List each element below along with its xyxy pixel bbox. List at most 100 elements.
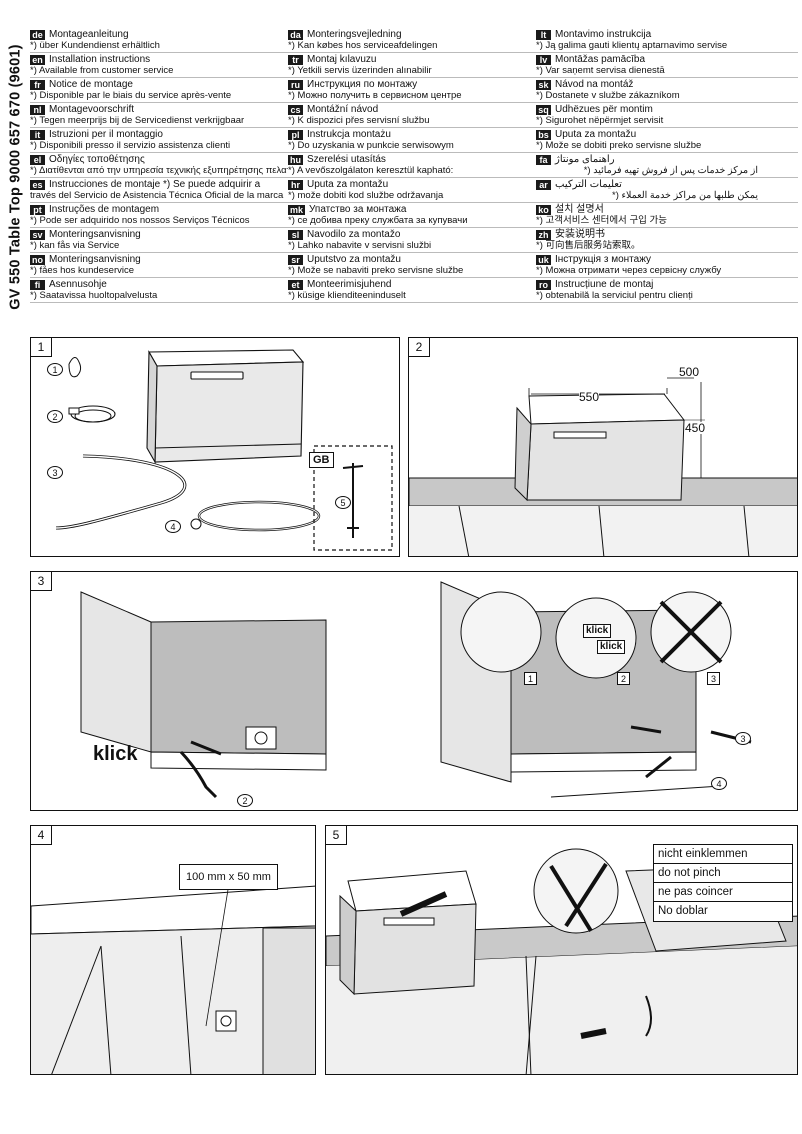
step-3-tag: 3	[707, 672, 720, 685]
language-availability-note: *) Διατίθενται από την υπηρεσία τεχνικής…	[30, 165, 288, 176]
language-availability-note: *) Do uzyskania w punkcie serwisowym	[288, 140, 454, 151]
placement-illustration	[326, 848, 797, 1074]
language-title-row: ko 설치 설명서	[536, 204, 798, 215]
language-title: Montagevoorschrift	[49, 104, 135, 115]
language-title: Instrucțiune de montaj	[555, 279, 654, 290]
language-title: Instrukcja montażu	[307, 129, 391, 140]
language-code-badge: sr	[288, 254, 303, 265]
language-availability-note: *) се добива преку службата за купувачи	[288, 215, 468, 226]
language-code-badge: nl	[30, 104, 45, 115]
language-availability-note: *) از مرکز خدمات پس از فروش تهیه فرمائید	[583, 165, 758, 176]
language-availability-note: *) Available from customer service	[30, 65, 174, 76]
language-code-badge: it	[30, 129, 45, 140]
warning-es: No doblar	[658, 905, 708, 917]
language-availability-note: *) Saatavissa huoltopalvelusta	[30, 290, 158, 301]
language-code-badge: ko	[536, 204, 551, 215]
language-availability-note: *) Kan købes hos serviceafdelingen	[288, 40, 438, 51]
language-title: راهنمای مونتاژ	[555, 154, 615, 165]
language-availability-note: *) Disponibili presso il servizio assist…	[30, 140, 231, 151]
language-availability-note: *) Disponible par le biais du service ap…	[30, 90, 232, 101]
language-title: Installation instructions	[49, 54, 151, 65]
language-entry-sl: sl Navodilo za montažo*) Lahko nabavite v…	[288, 228, 536, 253]
language-code-badge: sl	[288, 229, 303, 240]
language-title-row: lv Montāžas pamācība	[536, 54, 798, 65]
language-code-badge: uk	[536, 254, 551, 265]
language-code-badge: bs	[536, 129, 551, 140]
language-availability-note: *) Можна отримати через сервісну службу	[536, 265, 722, 276]
language-code-badge: hr	[288, 179, 303, 190]
language-code-badge: el	[30, 154, 45, 165]
language-code-badge: sk	[536, 79, 551, 90]
cutout-size-callout: 100 mm x 50 mm	[179, 864, 278, 890]
item-2-marker: 2	[47, 410, 63, 423]
language-title: Montaj kılavuzu	[307, 54, 377, 65]
language-availability-note: *) 고객서비스 센터에서 구입 가능	[536, 215, 668, 226]
language-title: Szerelési utasítás	[307, 154, 386, 165]
language-code-badge: pt	[30, 204, 45, 215]
language-availability-note: *) A vevőszolgálaton keresztül kapható:	[288, 165, 454, 176]
language-availability-note: *) Lahko nabavite v servisni službi	[288, 240, 432, 251]
language-availability-note: *) Yetkili servis üzerinden alınabilir	[288, 65, 432, 76]
language-title-row: et Monteerimisjuhend	[288, 279, 536, 290]
language-title: Monteerimisjuhend	[307, 279, 392, 290]
language-title: Montageanleitung	[49, 29, 129, 40]
language-code-badge: de	[30, 29, 45, 40]
item-4-marker: 4	[711, 777, 727, 790]
language-availability-note: *) Pode ser adquirido nos nossos Serviço…	[30, 215, 250, 226]
language-title: Navodilo za montažo	[307, 229, 401, 240]
connections-illustration	[80, 581, 752, 799]
language-code-badge: no	[30, 254, 45, 265]
language-code-badge: lv	[536, 54, 551, 65]
language-title: Montavimo instrukcija	[555, 29, 652, 40]
language-code-badge: mk	[288, 204, 306, 215]
language-code-badge: cs	[288, 104, 303, 115]
language-title: Montāžas pamācība	[555, 54, 646, 65]
panel-2-dimensions: 2 550 500 450	[408, 337, 798, 557]
document-side-title: GV 550 Table Top 9000 657 670 (9601)	[2, 22, 30, 332]
language-title: 설치 설명서	[555, 204, 604, 215]
panel-number: 3	[31, 572, 52, 591]
panel-4-cutout: 4 100 mm x 50 mm	[30, 825, 316, 1075]
panel-number: 4	[31, 826, 52, 845]
language-code-badge: zh	[536, 229, 551, 240]
language-code-badge: sq	[536, 104, 551, 115]
item-4-marker: 4	[165, 520, 181, 533]
language-title-row: sl Navodilo za montažo	[288, 229, 536, 240]
language-availability-note: *) K dispozici přes servisní službu	[288, 115, 430, 126]
language-code-badge: et	[288, 279, 303, 290]
language-title: Asennusohje	[49, 279, 107, 290]
language-title: Montážní návod	[307, 104, 379, 115]
language-availability-note: *) Može se dobiti preko servisne službe	[536, 140, 702, 151]
depth-label: 500	[679, 365, 700, 379]
language-availability-note: *) يمكن طلبها من مراكز خدمة العملاء	[612, 190, 758, 201]
language-availability-note: *) obtenabilă la serviciul pentru clienț…	[536, 290, 693, 301]
language-availability-note: *) Tegen meerprijs bij de Servicedienst …	[30, 115, 245, 126]
